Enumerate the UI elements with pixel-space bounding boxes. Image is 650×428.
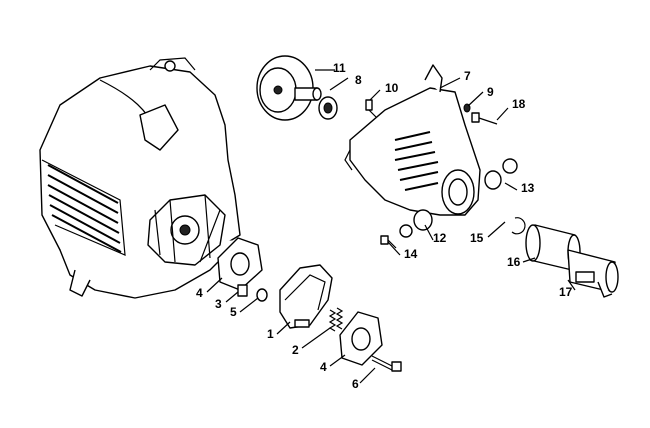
part-6-bolt	[371, 355, 402, 372]
engine-housing	[39, 57, 241, 299]
part-5-washer	[256, 288, 268, 302]
part-10-screw	[365, 99, 378, 119]
part-15-circlip	[511, 217, 526, 235]
callout-7: 7	[464, 69, 471, 83]
callout-14: 14	[404, 247, 418, 261]
callout-4-lower: 4	[320, 360, 327, 374]
callout-18: 18	[512, 97, 526, 111]
callout-16: 16	[507, 255, 521, 269]
part-12-bushings	[399, 209, 433, 238]
part-8-bearing	[318, 96, 338, 120]
part-1-clutch-shoes	[279, 264, 333, 329]
part-2-spring	[328, 307, 344, 332]
part-13-bushings	[484, 158, 518, 190]
part-16-sleeve	[525, 224, 581, 271]
callout-3: 3	[215, 297, 222, 311]
callout-11: 11	[333, 61, 346, 75]
part-7-clutch-housing	[344, 64, 481, 216]
part-18-screw	[471, 112, 498, 125]
callout-12: 12	[433, 231, 447, 245]
part-3-spacer	[237, 284, 248, 297]
callout-8: 8	[355, 73, 362, 87]
callout-1: 1	[267, 327, 274, 341]
part-17-clamp	[567, 249, 619, 298]
callout-2: 2	[292, 343, 299, 357]
callout-5: 5	[230, 305, 237, 319]
callout-9: 9	[487, 85, 494, 99]
callout-17: 17	[559, 285, 573, 299]
part-4-carrier-upper	[217, 237, 263, 291]
callout-15: 15	[470, 231, 484, 245]
part-11-clutch-drum	[256, 55, 322, 121]
callout-10: 10	[385, 81, 399, 95]
part-4-carrier-lower	[339, 311, 383, 366]
leader-lines	[206, 69, 576, 384]
part-14-screw	[380, 235, 397, 249]
callout-4-upper: 4	[196, 286, 203, 300]
callout-6: 6	[352, 377, 359, 391]
callout-13: 13	[521, 181, 535, 195]
